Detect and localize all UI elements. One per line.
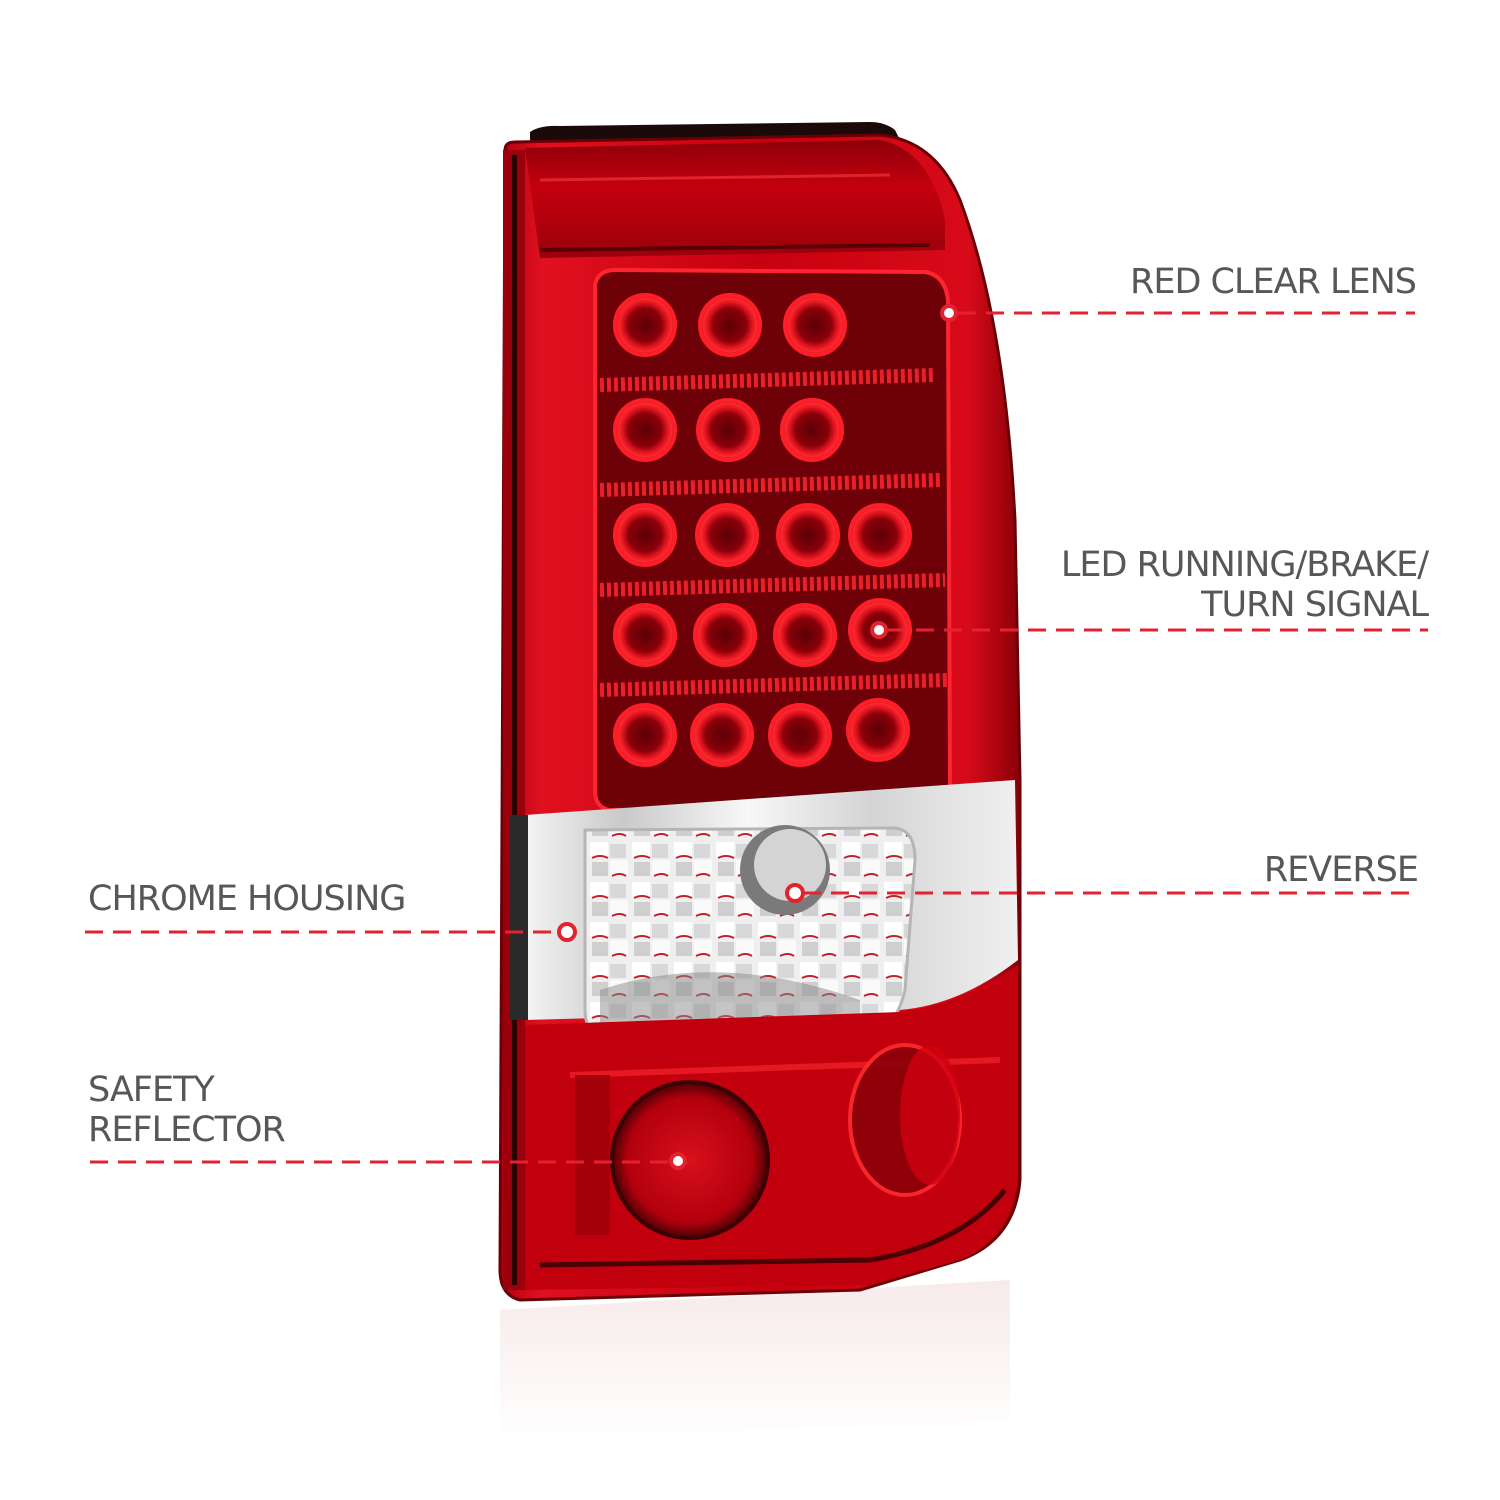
floor-reflection [500,1280,1010,1440]
led-array [599,293,948,767]
callout-label-led-running: LED RUNNING/BRAKE/ TURN SIGNAL [1060,545,1429,625]
callout-label-chrome-housing: CHROME HOUSING [88,879,406,919]
label-line: REVERSE [1263,850,1419,890]
callout-dot-reverse [785,883,805,903]
callout-dot-reflector [669,1152,687,1170]
label-line: REFLECTOR [88,1110,286,1150]
safety-reflector-disc [610,1080,770,1240]
callout-dot-led [870,621,888,639]
label-line: RED CLEAR LENS [1130,262,1417,302]
label-line: CHROME HOUSING [88,879,406,919]
callout-label-reverse: REVERSE [1263,850,1419,890]
label-line: LED RUNNING/BRAKE/ [1060,545,1429,585]
callout-label-red-clear-lens: RED CLEAR LENS [1130,262,1417,302]
callout-label-safety-reflector: SAFETY REFLECTOR [88,1070,286,1150]
label-line: TURN SIGNAL [1201,585,1429,625]
callout-dot-red-clear-lens [940,304,958,322]
callout-dots [557,304,958,1170]
callout-lines [85,311,1428,1164]
label-line: SAFETY [88,1070,215,1110]
callout-dot-chrome [557,922,577,942]
